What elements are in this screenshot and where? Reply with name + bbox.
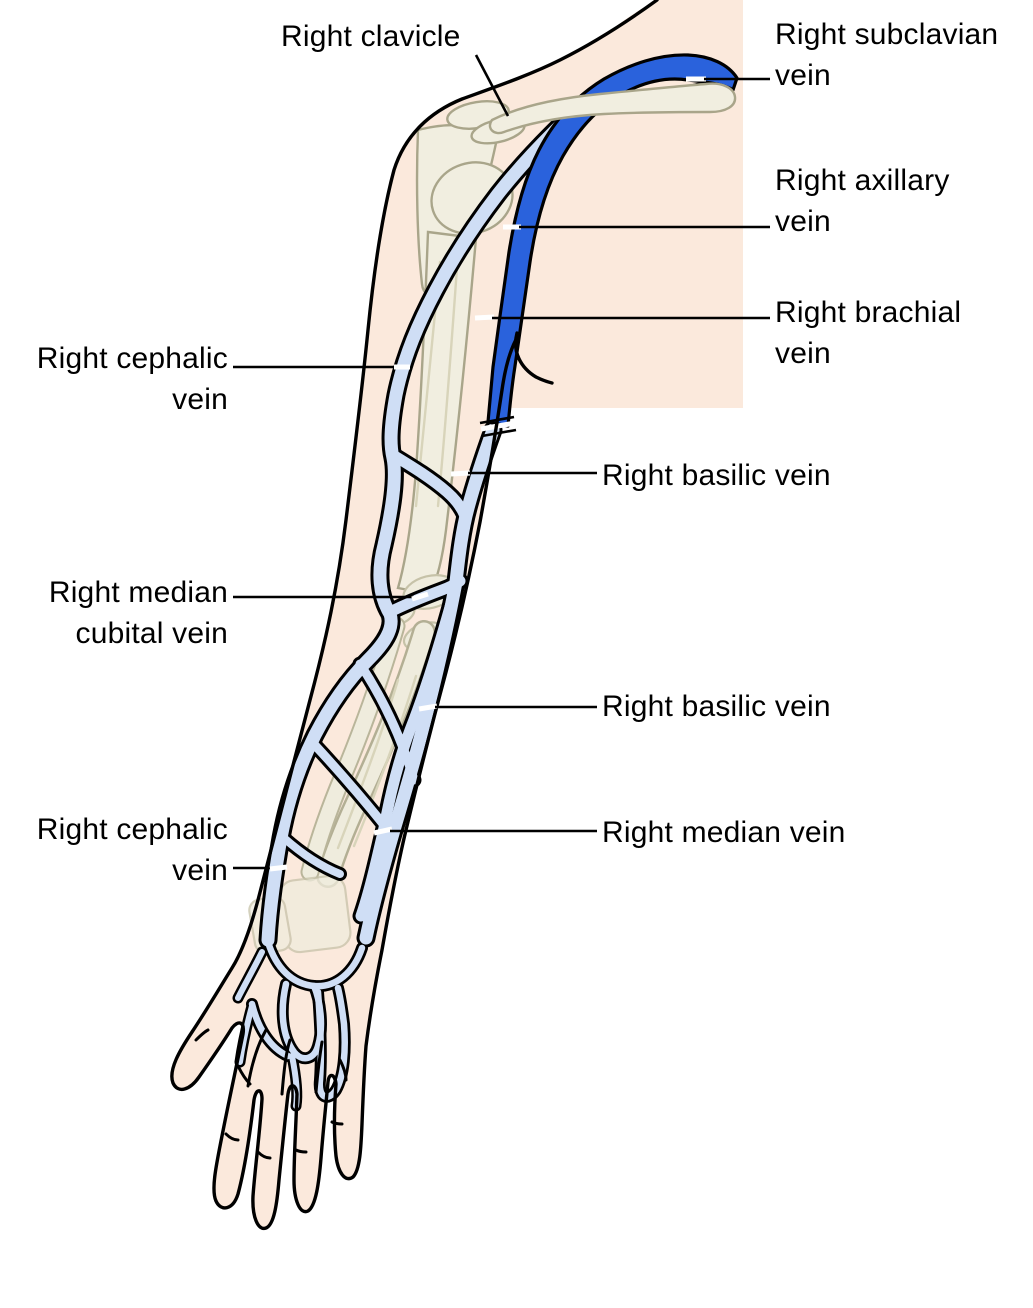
label-right-cephalic-vein-upper: Right cephalic vein (36, 342, 228, 416)
cephalic-vein (261, 111, 575, 947)
label-right-brachial-vein: Right brachial vein (775, 296, 962, 370)
label-right-basilic-vein-lower: Right basilic vein (602, 690, 831, 723)
median-vein (355, 594, 458, 922)
label-right-cephalic-vein-lower: Right cephalic vein (36, 813, 228, 887)
label-right-basilic-vein-upper: Right basilic vein (602, 459, 831, 492)
label-right-median-cubital-vein: Right median cubital vein (48, 576, 228, 650)
leader-clavicle (474, 54, 510, 117)
label-right-median-vein: Right median vein (602, 816, 846, 849)
label-right-subclavian-vein: Right subclavian vein (775, 18, 999, 92)
label-right-axillary-vein: Right axillary vein (775, 164, 950, 238)
armpit-fold-line (514, 331, 554, 385)
light-vein-fills (235, 111, 575, 1109)
finger-creases (194, 1028, 348, 1160)
clavicle-bone (488, 82, 737, 135)
label-right-clavicle: Right clavicle (281, 20, 461, 53)
body-outline (170, 0, 659, 1231)
basilic-vein (449, 423, 500, 589)
leader-lines (233, 54, 770, 872)
